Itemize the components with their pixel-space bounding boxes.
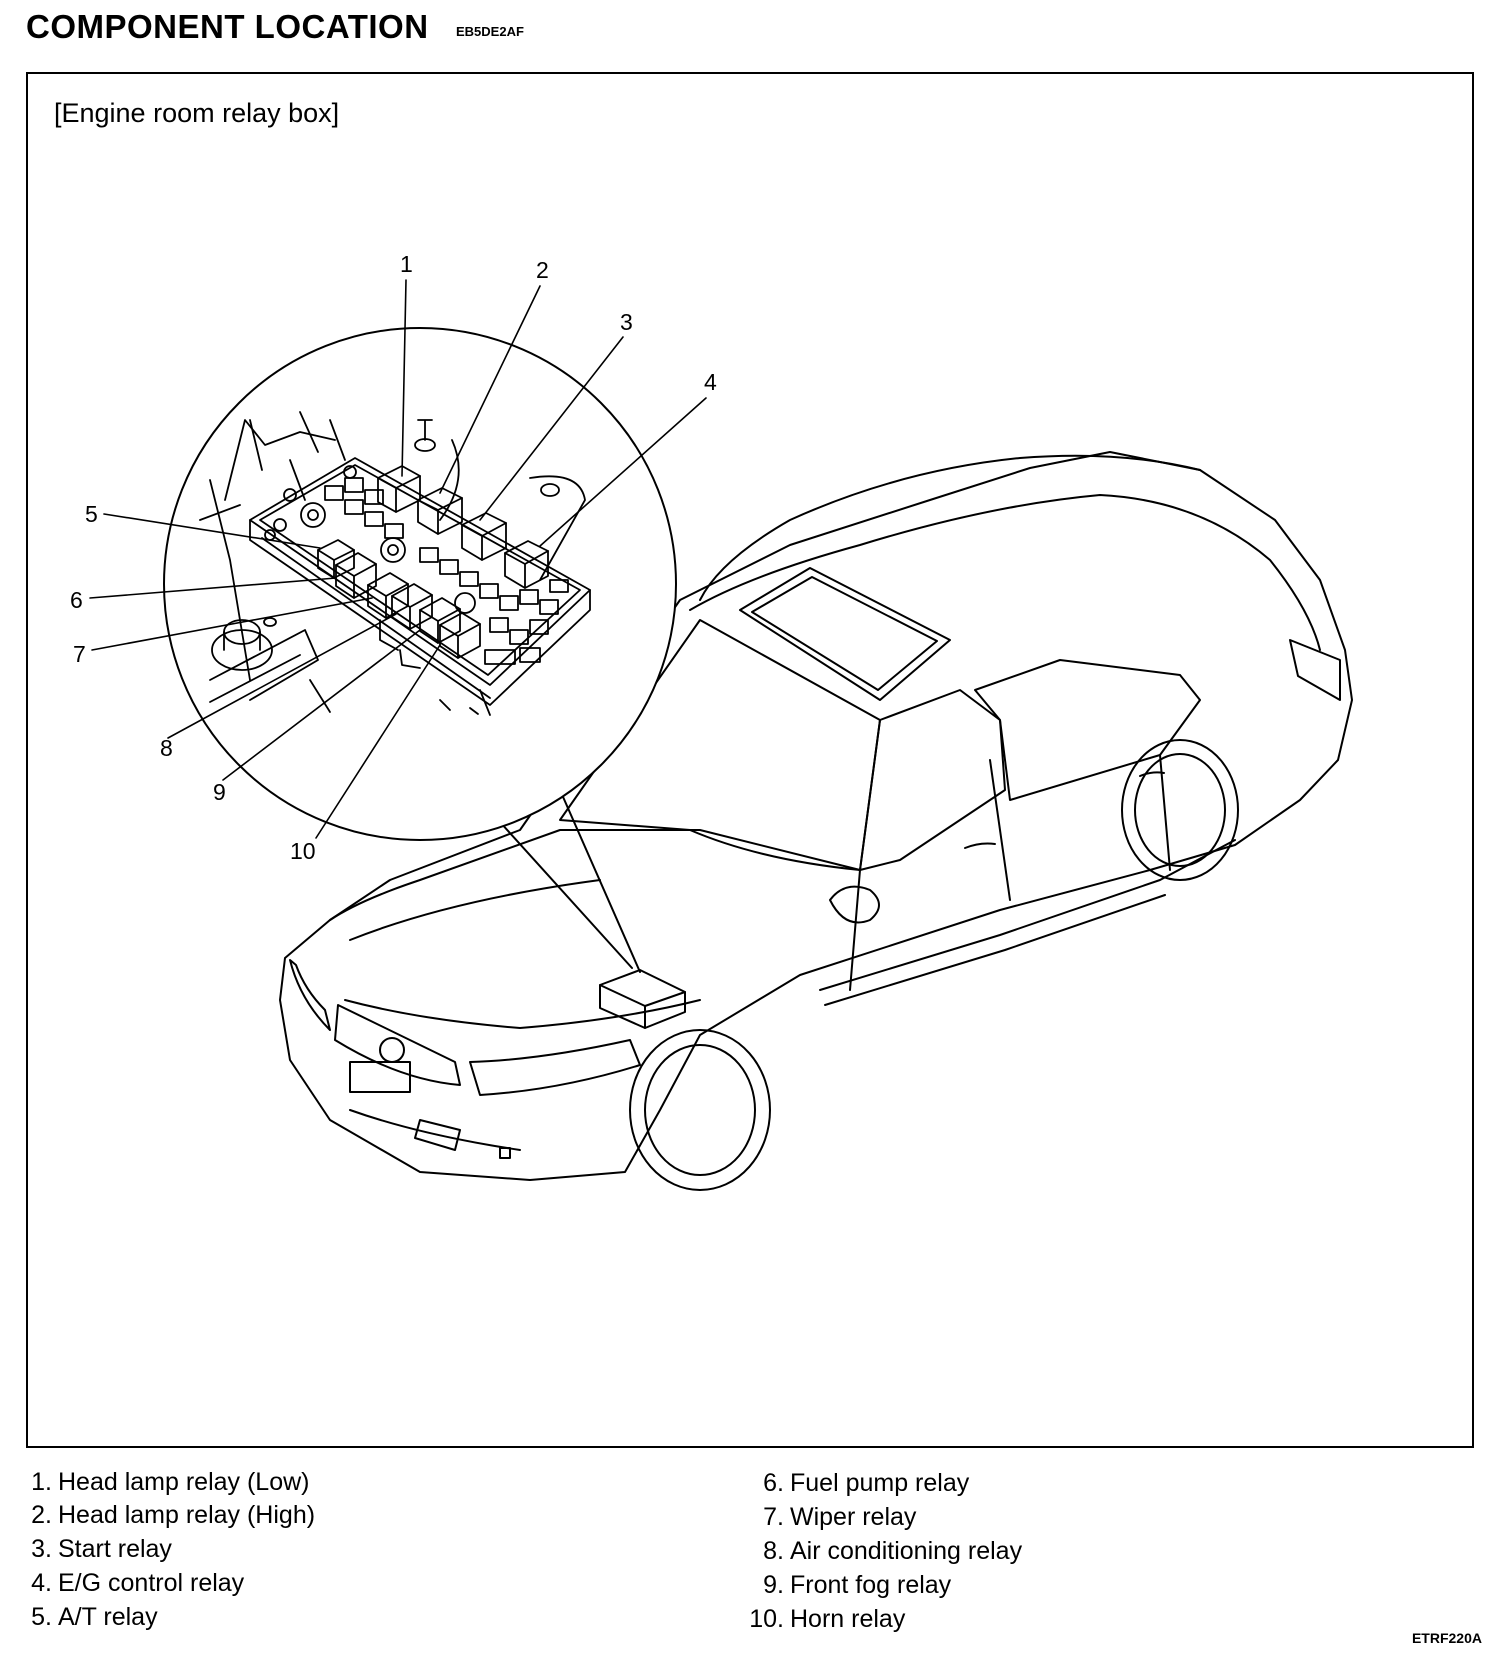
magnifier-callout	[163, 327, 677, 973]
figure-frame	[26, 72, 1474, 1448]
page-title: COMPONENT LOCATION	[26, 8, 429, 45]
legend-item: 10.Horn relay	[749, 1605, 906, 1633]
callout-4: 4	[704, 369, 717, 395]
leader-lines	[89, 279, 707, 839]
fuse-grid	[324, 477, 569, 665]
legend-item: 6.Fuel pump relay	[763, 1469, 970, 1497]
callout-7: 7	[73, 641, 86, 667]
callout-9: 9	[213, 779, 226, 805]
callout-6: 6	[70, 587, 83, 613]
figure-id: ETRF220A	[1411, 1630, 1482, 1646]
callout-8: 8	[160, 735, 173, 761]
legend-item: 5.A/T relay	[31, 1603, 158, 1631]
legend-item: 4.E/G control relay	[31, 1569, 245, 1597]
figure-subtitle: [Engine room relay box]	[54, 98, 340, 128]
callout-5: 5	[85, 501, 98, 527]
legend-item: 8.Air conditioning relay	[763, 1537, 1023, 1565]
legend-item: 2.Head lamp relay (High)	[31, 1501, 316, 1529]
legend-item: 7.Wiper relay	[763, 1503, 917, 1531]
legend-item: 1.Head lamp relay (Low)	[31, 1468, 310, 1496]
legend-item: 3.Start relay	[31, 1535, 172, 1563]
section-code: EB5DE2AF	[456, 24, 524, 39]
callout-10: 10	[290, 838, 316, 864]
callout-3: 3	[620, 309, 633, 335]
callout-2: 2	[536, 257, 549, 283]
relay-box-diagram: 1 2 3 4 5 6 7 8 9 10	[70, 251, 1353, 1191]
legend-item: 9.Front fog relay	[763, 1571, 952, 1599]
callout-1: 1	[400, 251, 413, 277]
